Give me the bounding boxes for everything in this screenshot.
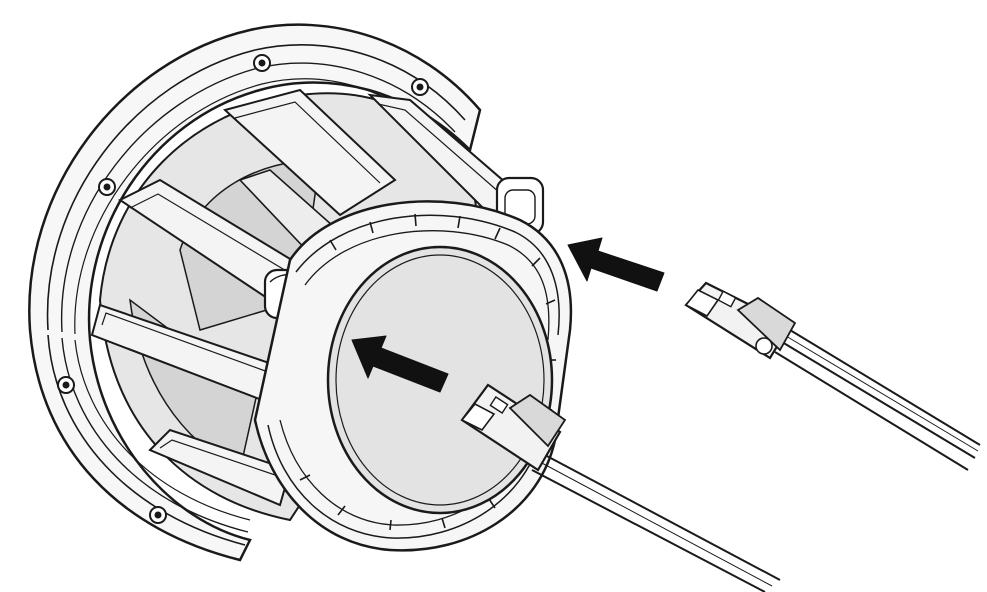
side-connector-plug [684, 281, 981, 471]
housing-ticks [299, 213, 556, 531]
insert-arrow-rear [351, 335, 449, 393]
rear-cable [544, 454, 781, 581]
rear-cable [539, 461, 773, 587]
screw-hole-icon [57, 376, 75, 394]
magnet-cap-edge [335, 254, 545, 506]
side-plug-latch [717, 290, 737, 308]
rear-connector-plug [460, 383, 781, 592]
flange-groove-6 [74, 339, 251, 521]
arrow-left-icon [567, 237, 665, 292]
side-cable [774, 351, 969, 471]
rear-cable [531, 469, 766, 592]
rear-plug-latch [489, 396, 509, 414]
flange-groove-1 [46, 44, 466, 331]
mounting-flange [28, 23, 482, 562]
flange-groove-4 [47, 334, 246, 546]
flange-groove-5 [61, 337, 249, 533]
side-cable [781, 341, 976, 459]
rear-plug-front [460, 402, 496, 432]
screw-hole-icon [149, 506, 167, 524]
screw-hole-icon [253, 54, 271, 72]
side-cable [789, 329, 981, 446]
housing-groove [304, 230, 550, 341]
side-cable [785, 335, 979, 452]
side-plug-collar [736, 296, 797, 352]
arrow-left-icon [351, 335, 449, 393]
basket-rib [222, 88, 397, 217]
rear-plug-body [460, 383, 562, 472]
screw-hole-icon [411, 78, 429, 96]
rear-plug-collar [508, 393, 567, 448]
housing-groove [267, 424, 541, 539]
housing-groove [295, 214, 560, 336]
flange-groove-2 [60, 62, 456, 333]
side-plug-boot [755, 337, 773, 355]
insert-arrow-side [567, 237, 665, 292]
screw-hole-icon [98, 178, 116, 196]
